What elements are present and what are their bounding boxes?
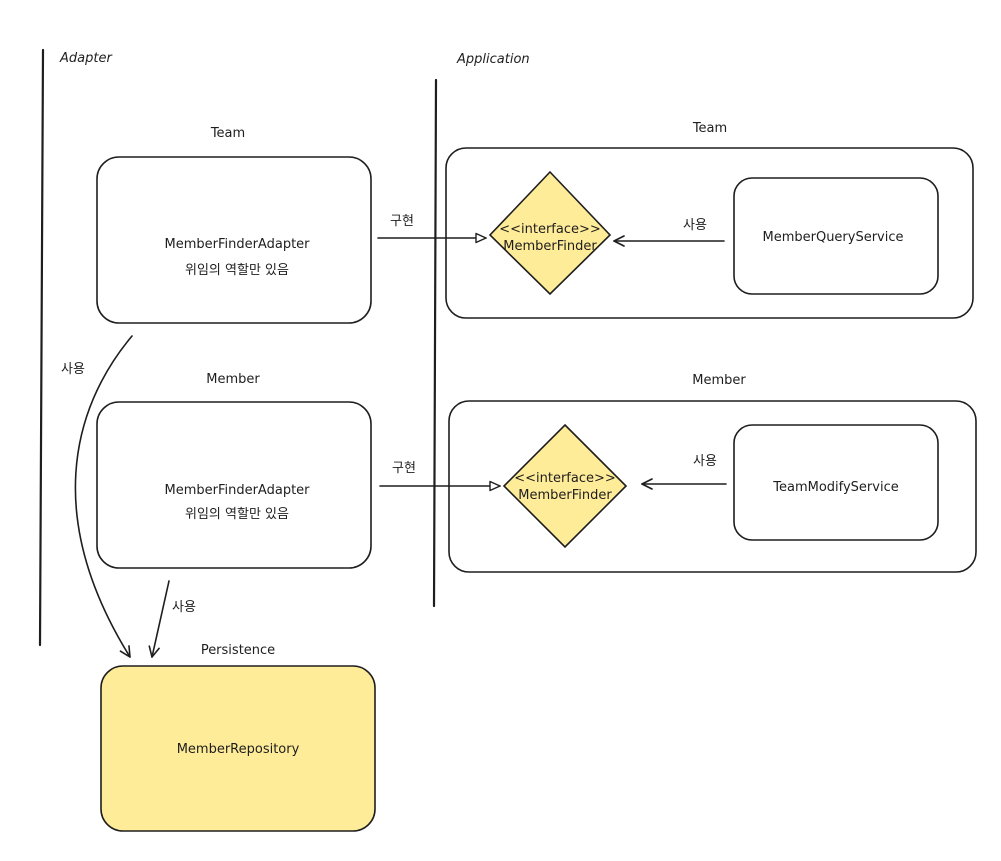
adapter-to-repository-arrow [74,335,133,658]
member-member-finder-adapter-name: MemberFinderAdapter [164,483,310,498]
member-member-finder-interface[interactable] [502,423,628,549]
team-modify-service-name: TeamModifyService [772,480,898,495]
team-member-finder-adapter-box[interactable] [96,156,372,324]
member-member-finder-adapter-box[interactable] [96,401,372,569]
adapter-to-repository-label: 사용 [61,362,85,377]
member-interface-name: MemberFinder [518,488,612,503]
member-repository-name: MemberRepository [177,742,300,757]
application-layer-divider [432,78,438,608]
adapter-layer-title: Adapter [59,51,113,66]
member-query-service-box[interactable] [733,177,939,295]
team-member-finder-adapter-note: 위임의 역할만 있음 [185,263,289,278]
team-member-finder-adapter-name: MemberFinderAdapter [164,237,310,252]
member-repository-box[interactable] [100,665,376,832]
team-modify-service-box[interactable] [733,424,939,541]
team-interface-stereotype: <<interface>> [499,222,601,237]
member-query-service-name: MemberQueryService [762,230,903,245]
persistence-layer-title: Persistence [201,643,275,658]
adapter-member-group-title: Member [206,372,260,387]
adapter-team-group-title: Team [210,126,245,141]
application-layer-title: Application [456,52,530,67]
member-adapter-to-repository-label: 사용 [172,600,196,615]
adapter-layer-divider [38,48,45,647]
member-implements-label: 구현 [392,461,416,476]
team-member-finder-interface[interactable] [488,170,612,296]
member-adapter-to-repository-arrow [148,580,170,658]
member-member-finder-adapter-note: 위임의 역할만 있음 [185,507,289,522]
team-implements-label: 구현 [390,214,414,229]
application-member-group-title: Member [692,373,746,388]
team-interface-name: MemberFinder [503,239,597,254]
team-uses-label: 사용 [683,218,707,233]
member-uses-label: 사용 [693,454,717,469]
member-interface-stereotype: <<interface>> [514,471,616,486]
application-team-group-title: Team [692,121,727,136]
